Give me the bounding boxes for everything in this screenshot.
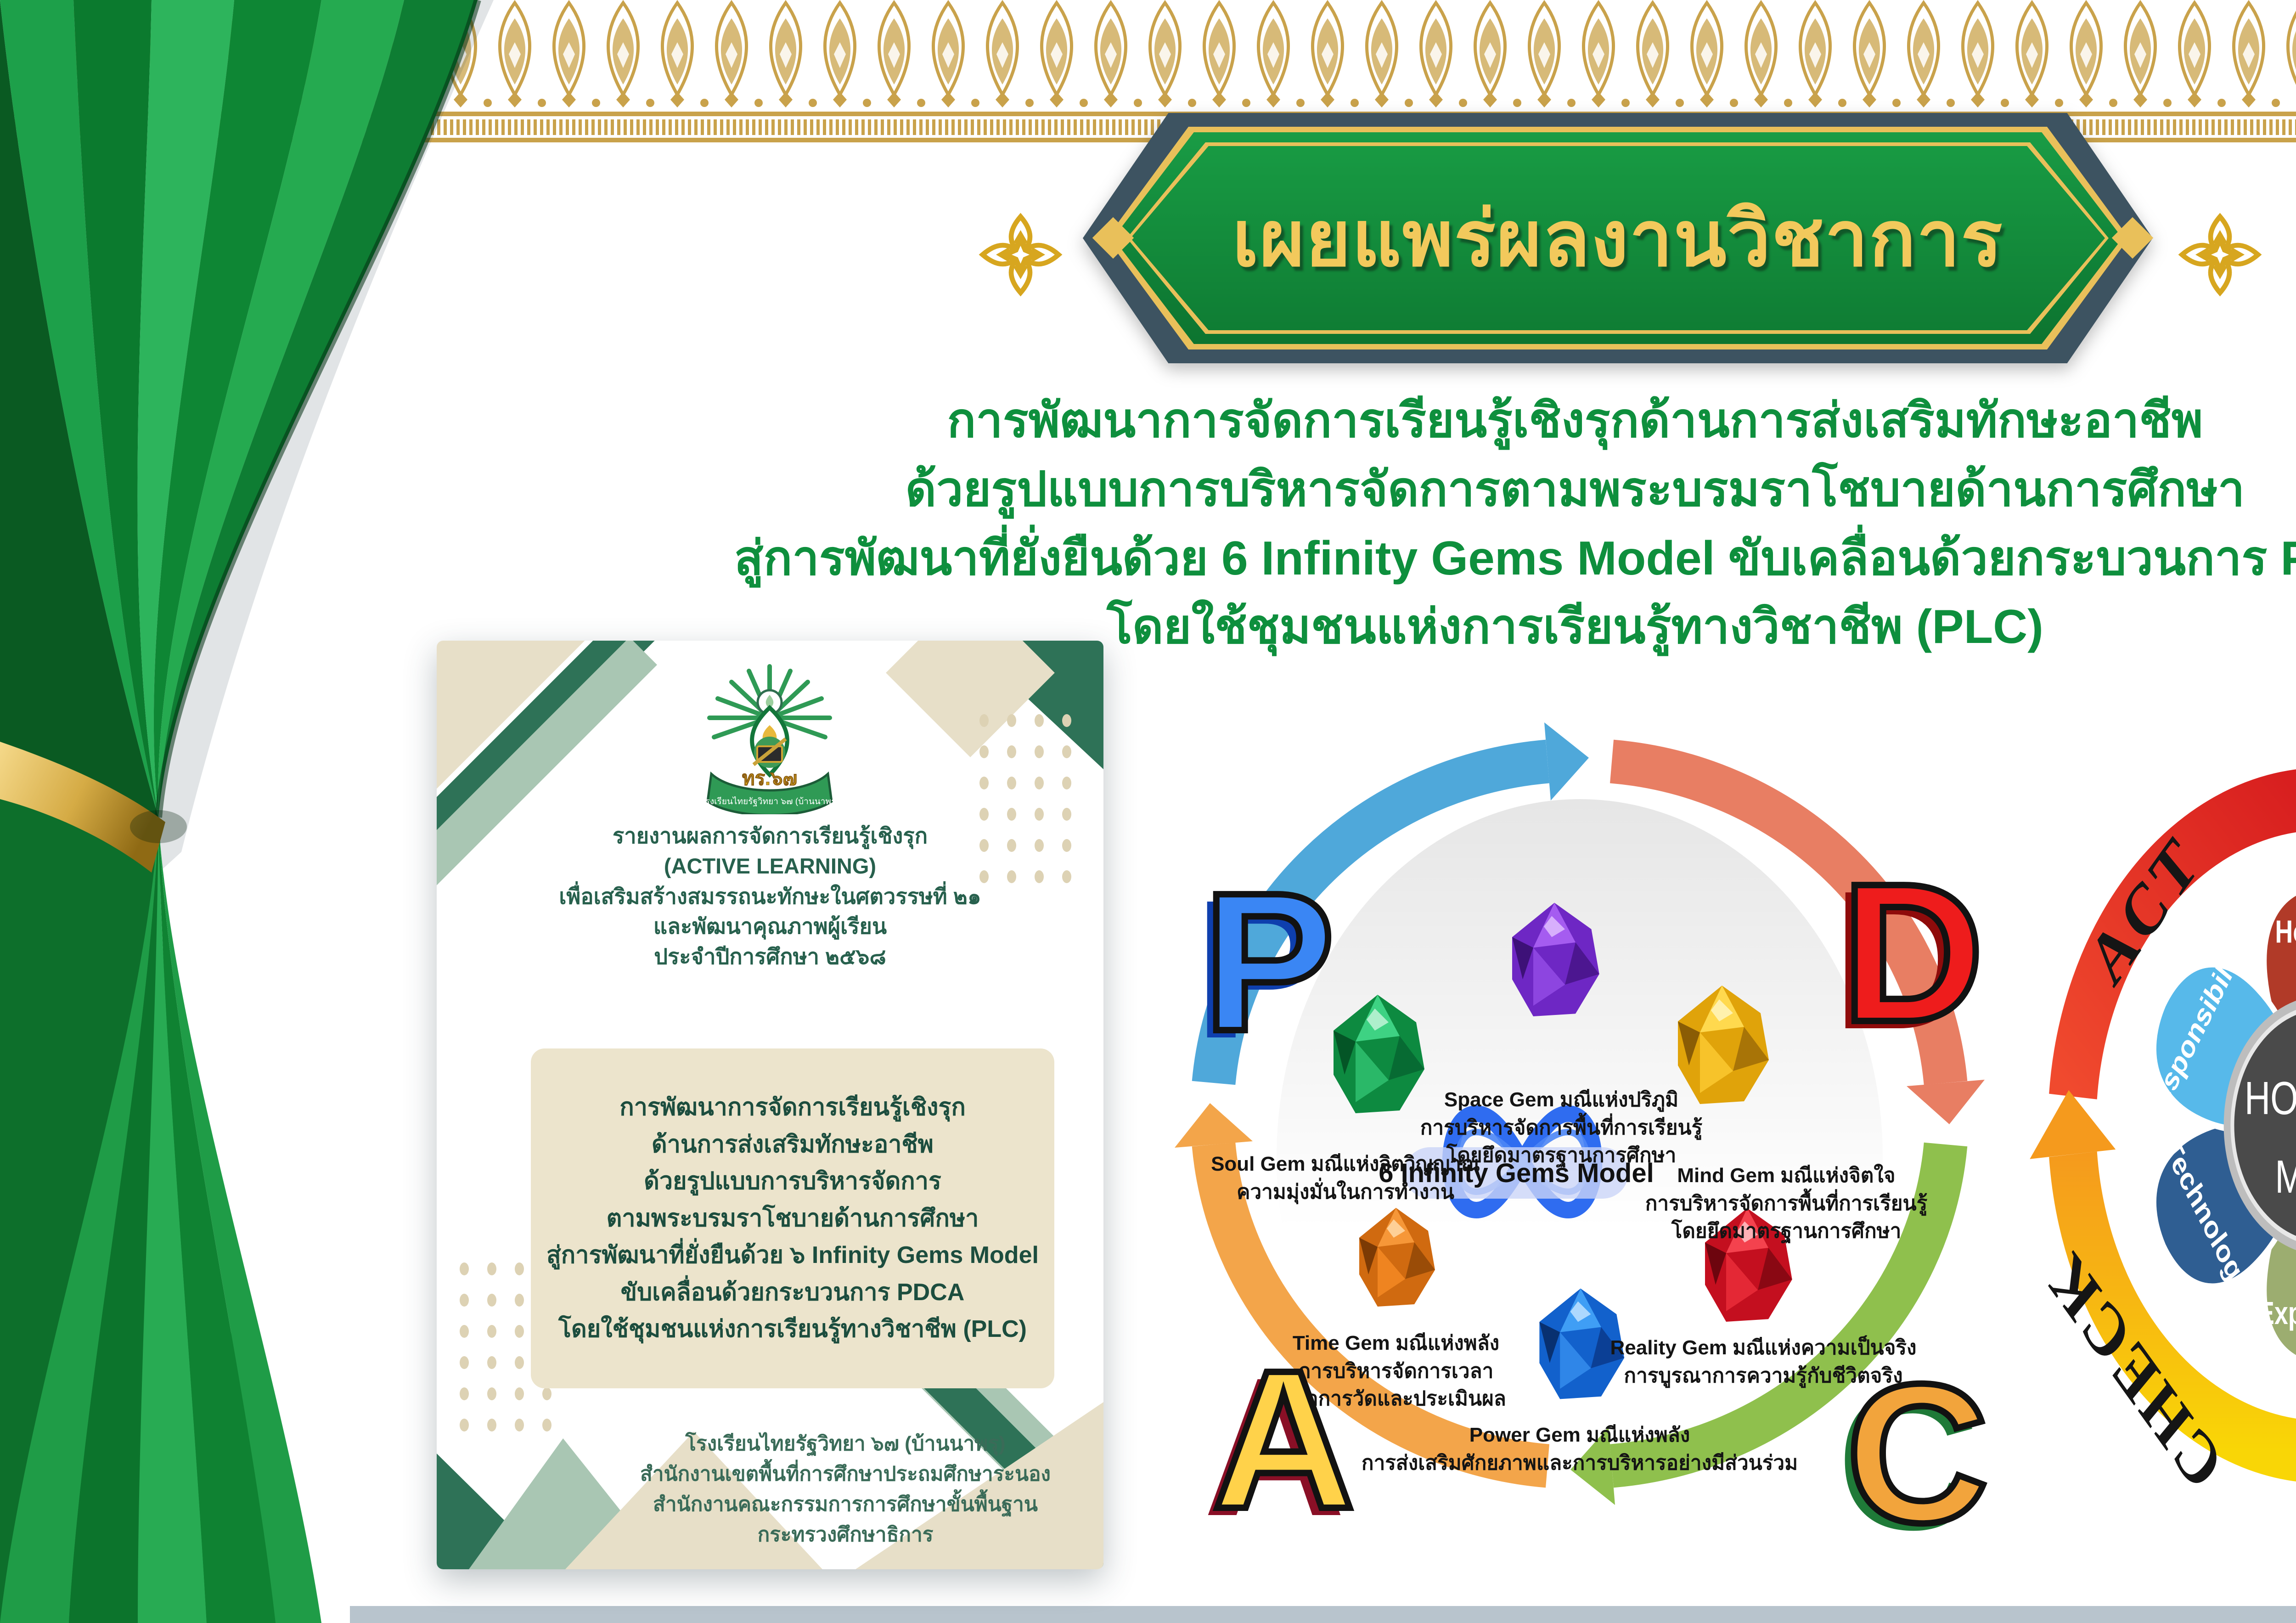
pdca-letter-c: C bbox=[1843, 1343, 1992, 1564]
pdca-letter-d: D bbox=[1838, 843, 1987, 1063]
banner-inner-panel: เผยแพร่ผลงานวิชาการ bbox=[1131, 146, 2105, 330]
hope-ring-arcs bbox=[2049, 769, 2296, 1482]
curtain-gold-tieback bbox=[0, 742, 165, 873]
hope-arrow-check bbox=[2030, 1090, 2116, 1159]
school-logo: ทร.๖๗ โรงเรียนไทยรัฐวิทยา ๖๗ (บ้านนาพรุ) bbox=[700, 664, 839, 814]
report-cover-card: ทร.๖๗ โรงเรียนไทยรัฐวิทยา ๖๗ (บ้านนาพรุ)… bbox=[437, 641, 1103, 1569]
cover-intro-line-3: เพื่อเสริมสร้างสมรรถนะทักษะในศตวรรษที่ ๒… bbox=[559, 884, 981, 908]
soul-gem-label: Soul Gem มณีแห่งจิตวิญญาณ ความมุ่งมั่นใน… bbox=[1211, 1153, 1480, 1203]
reality-gem bbox=[1705, 1208, 1792, 1322]
pdca-arrow-green bbox=[1570, 1427, 1615, 1505]
title-banner: เผยแพร่ผลงานวิชาการ bbox=[1083, 113, 2153, 363]
thai-flower-ornament-left bbox=[979, 213, 1063, 297]
main-title: การพัฒนาการจัดการเรียนรู้เชิงรุกด้านการส… bbox=[588, 387, 2296, 662]
thai-flower-ornament-right bbox=[2178, 213, 2262, 297]
curtain-left bbox=[0, 0, 494, 1623]
hope-center-circle bbox=[2230, 1010, 2296, 1241]
reality-gem-label: Reality Gem มณีแห่งความเป็นจริง การบูรณา… bbox=[1610, 1336, 1917, 1387]
infinity-model-label: 6 Infinity Gems Model bbox=[1379, 1158, 1654, 1188]
banner-title-text: เผยแพร่ผลงานวิชาการ bbox=[1232, 196, 2003, 282]
cover-box-line-6: ขับเคลื่อนด้วยกระบวนการ PDCA bbox=[620, 1279, 965, 1306]
time-gem bbox=[1359, 1208, 1435, 1307]
petal-label-honesty: Honesty bbox=[2275, 914, 2296, 950]
petal-label-experience: Experience bbox=[2258, 1296, 2296, 1331]
cover-footer-text: โรงเรียนไทยรัฐวิทยา ๖๗ (บ้านนาพรุ) สำนัก… bbox=[611, 1429, 1080, 1550]
bottom-strip bbox=[350, 1606, 2296, 1623]
gold-stripe-bottom bbox=[0, 138, 2296, 142]
cover-box-line-1: การพัฒนาการจัดการเรียนรู้เชิงรุก bbox=[619, 1093, 966, 1121]
cover-intro-text: รายงานผลการจัดการเรียนรู้เชิงรุก (ACTIVE… bbox=[472, 821, 1069, 972]
pdca-arrow-blue bbox=[1544, 722, 1589, 800]
time-gem-label: Time Gem มณีแห่งพลัง การบริหารจัดการเวลา… bbox=[1286, 1332, 1506, 1410]
cover-box-line-3: ด้วยรูปแบบการบริหารจัดการ bbox=[644, 1168, 941, 1195]
power-gem bbox=[1539, 1288, 1625, 1399]
cover-box-line-5: สู่การพัฒนาที่ยั่งยืนด้วย ๖ Infinity Gem… bbox=[546, 1242, 1039, 1269]
cover-box-line-4: ตามพระบรมราโชบายด้านการศึกษา bbox=[606, 1205, 979, 1232]
soul-gem bbox=[1334, 995, 1424, 1113]
hope-center-line-1: HOPE TR bbox=[2245, 1072, 2296, 1124]
hope-center-line-2: Model bbox=[2275, 1151, 2296, 1203]
power-gem-label: Power Gem มณีแห่งพลัง การส่งเสริมศักยภาพ… bbox=[1361, 1424, 1798, 1474]
pdca-arrow-orange bbox=[1175, 1103, 1253, 1148]
hope-tr-model-diagram: ACT PLAN DO CHECK 01 02 03 04 05 06 Hone… bbox=[2030, 769, 2296, 1506]
pdca-arrow-salmon bbox=[1907, 1080, 1985, 1124]
cover-footer-line-4: กระทรวงศึกษาธิการ bbox=[757, 1523, 934, 1546]
cover-intro-line-5: ประจำปีการศึกษา ๒๕๖๘ bbox=[654, 944, 886, 969]
svg-text:โรงเรียนไทยรัฐวิทยา ๖๗ (บ้านนา: โรงเรียนไทยรัฐวิทยา ๖๗ (บ้านนาพรุ) bbox=[700, 796, 838, 807]
pdca-ring-arcs bbox=[1192, 739, 1968, 1488]
svg-text:ทร.๖๗: ทร.๖๗ bbox=[742, 767, 797, 789]
main-title-line-4: โดยใช้ชุมชนแห่งการเรียนรู้ทางวิชาชีพ (PL… bbox=[1107, 600, 2043, 654]
cover-footer-line-1: โรงเรียนไทยรัฐวิทยา ๖๗ (บ้านนาพรุ) bbox=[685, 1432, 1006, 1455]
cover-intro-line-1: รายงานผลการจัดการเรียนรู้เชิงรุก bbox=[612, 823, 928, 848]
cover-box-line-2: ด้านการส่งเสริมทักษะอาชีพ bbox=[652, 1131, 934, 1158]
mind-gem-label: Mind Gem มณีแห่งจิตใจ การบริหารจัดการพื้… bbox=[1645, 1164, 1928, 1243]
cover-intro-line-2: (ACTIVE LEARNING) bbox=[664, 853, 877, 878]
cover-footer-line-3: สำนักงานคณะกรรมการการศึกษาขั้นพื้นฐาน bbox=[653, 1493, 1038, 1516]
space-gem-label: Space Gem มณีแห่งปริภูมิ การบริหารจัดการ… bbox=[1420, 1088, 1703, 1167]
cover-footer-line-2: สำนักงานเขตพื้นที่การศึกษาประถมศึกษาระนอ… bbox=[640, 1463, 1051, 1485]
mind-gem bbox=[1678, 986, 1769, 1104]
curtain-swag bbox=[0, 0, 481, 818]
pdca-letter-a: A bbox=[1209, 1330, 1358, 1550]
main-title-line-1: การพัฒนาการจัดการเรียนรู้เชิงรุกด้านการส… bbox=[947, 394, 2203, 447]
space-gem bbox=[1512, 902, 1599, 1016]
cover-box-line-7: โดยใช้ชุมชนแห่งการเรียนรู้ทางวิชาชีพ (PL… bbox=[558, 1316, 1027, 1343]
cover-intro-line-4: และพัฒนาคุณภาพผู้เรียน bbox=[653, 914, 887, 939]
main-title-line-2: ด้วยรูปแบบการบริหารจัดการตามพระบรมราโชบา… bbox=[905, 462, 2245, 516]
gold-stripe-top bbox=[0, 112, 2296, 116]
main-title-line-3: สู่การพัฒนาที่ยั่งยืนด้วย 6 Infinity Gem… bbox=[734, 531, 2296, 585]
cover-dots-top-right bbox=[979, 714, 1071, 883]
infinity-model-pill: 6 Infinity Gems Model bbox=[1379, 1147, 1654, 1199]
cover-title-box: การพัฒนาการจัดการเรียนรู้เชิงรุก ด้านการ… bbox=[531, 1048, 1054, 1388]
pdca-letter-p: P bbox=[1200, 852, 1338, 1072]
